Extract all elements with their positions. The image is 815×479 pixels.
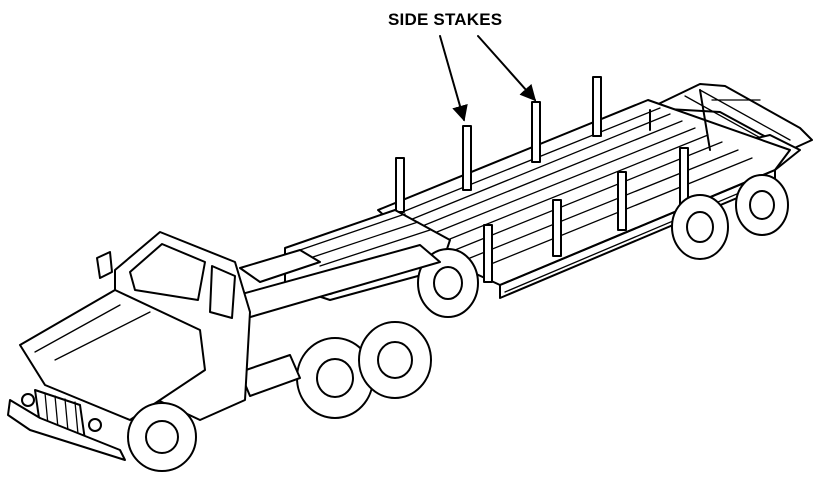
callout-arrows	[439, 35, 537, 122]
trailer-deck	[377, 89, 791, 299]
trailer-wheels	[417, 174, 789, 318]
fuel-tank	[239, 354, 301, 397]
side-stakes	[395, 76, 689, 283]
truck-hood	[7, 289, 206, 461]
side-stakes-label: SIDE STAKES	[388, 10, 503, 29]
truck-rear-wheels	[296, 321, 432, 419]
truck-front-wheel	[127, 402, 197, 472]
